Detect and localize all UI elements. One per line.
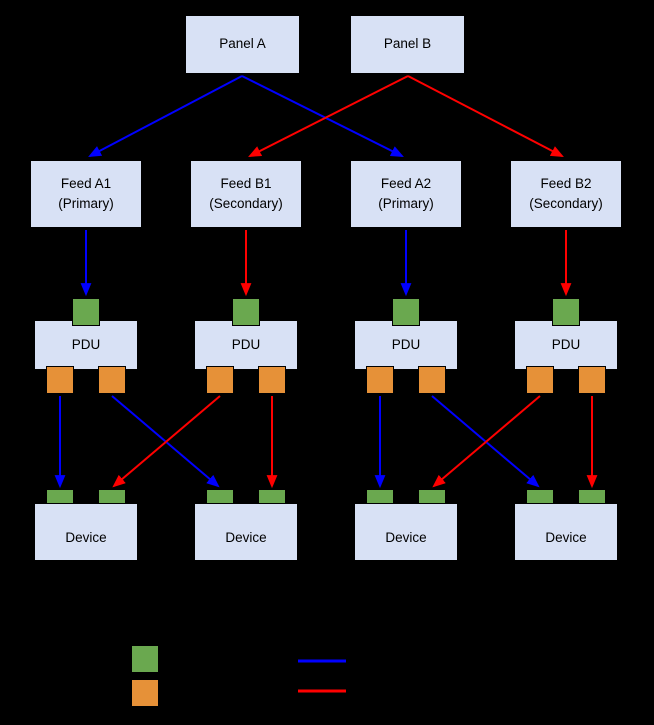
device-4-box: Device xyxy=(514,503,618,561)
feed-a2-name: Feed A2 xyxy=(380,175,432,191)
pdu-1-label: PDU xyxy=(71,336,101,352)
device-3-box: Device xyxy=(354,503,458,561)
feed-b1-role: (Secondary) xyxy=(209,196,283,211)
arrow-panelB-feedB2 xyxy=(407,75,564,157)
feed-a1-name: Feed A1 xyxy=(60,175,112,191)
pdu-3-label: PDU xyxy=(391,336,421,352)
feed-b1-box: Feed B1 (Secondary) xyxy=(190,160,302,228)
feed-a2-box: Feed A2 (Primary) xyxy=(350,160,462,228)
feed-b2-name: Feed B2 xyxy=(540,175,592,191)
panel-a-box: Panel A xyxy=(185,15,300,74)
pdu-2-box: PDU xyxy=(194,320,298,370)
pdu-1-box: PDU xyxy=(34,320,138,370)
pdu-2-output-port-right-icon xyxy=(258,366,286,394)
panel-a-label: Panel A xyxy=(219,36,266,52)
device-3-label: Device xyxy=(385,529,427,545)
pdu-3-output-port-right-icon xyxy=(418,366,446,394)
feed-a1-box: Feed A1 (Primary) xyxy=(30,160,142,228)
pdu-2-input-port-icon xyxy=(232,298,260,326)
pdu-1-input-port-icon xyxy=(72,298,100,326)
arrow-pdu4-device3 xyxy=(432,395,541,488)
arrow-panelA-feedA2 xyxy=(241,75,404,157)
device-2-box: Device xyxy=(194,503,298,561)
feed-a2-role: (Primary) xyxy=(378,196,434,211)
feed-b1-name: Feed B1 xyxy=(220,175,272,191)
feed-b2-box: Feed B2 (Secondary) xyxy=(510,160,622,228)
panel-b-label: Panel B xyxy=(383,36,432,52)
device-4-label: Device xyxy=(545,529,587,545)
device-2-label: Device xyxy=(225,529,267,545)
legend-orange-port-swatch-icon xyxy=(131,679,159,707)
panel-b-box: Panel B xyxy=(350,15,465,74)
arrow-pdu1-device2 xyxy=(111,395,220,488)
pdu-4-input-port-icon xyxy=(552,298,580,326)
pdu-4-box: PDU xyxy=(514,320,618,370)
arrow-panelB-feedB1 xyxy=(248,75,409,157)
pdu-4-output-port-right-icon xyxy=(578,366,606,394)
legend-green-port-swatch-icon xyxy=(131,645,159,673)
pdu-4-label: PDU xyxy=(551,336,581,352)
pdu-4-output-port-left-icon xyxy=(526,366,554,394)
pdu-2-label: PDU xyxy=(231,336,261,352)
pdu-3-box: PDU xyxy=(354,320,458,370)
pdu-3-output-port-left-icon xyxy=(366,366,394,394)
arrow-pdu2-device1 xyxy=(112,395,221,488)
feed-b2-role: (Secondary) xyxy=(529,196,603,211)
arrow-panelA-feedA1 xyxy=(88,75,243,158)
feed-a1-role: (Primary) xyxy=(58,196,114,211)
arrow-pdu3-device4 xyxy=(431,395,540,488)
device-1-box: Device xyxy=(34,503,138,561)
pdu-1-output-port-right-icon xyxy=(98,366,126,394)
pdu-2-output-port-left-icon xyxy=(206,366,234,394)
pdu-3-input-port-icon xyxy=(392,298,420,326)
device-1-label: Device xyxy=(65,529,107,545)
pdu-1-output-port-left-icon xyxy=(46,366,74,394)
